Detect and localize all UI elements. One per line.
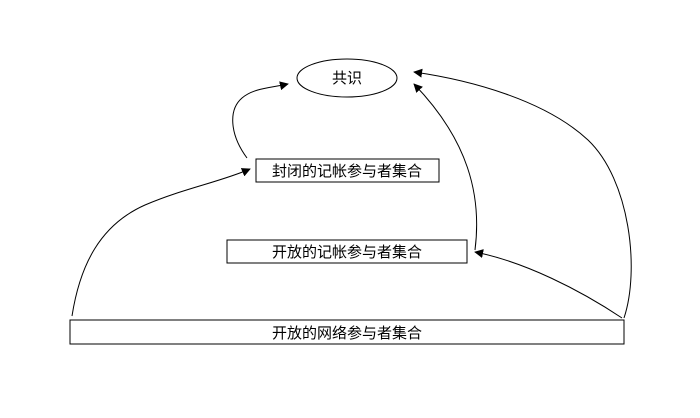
edge-network-to-consensus bbox=[413, 68, 632, 319]
open-network-box bbox=[69, 319, 625, 345]
edge-open-ledger-to-consensus bbox=[413, 83, 478, 251]
closed-ledger-box bbox=[255, 158, 440, 183]
node-consensus: 共识 bbox=[296, 58, 398, 98]
open-ledger-label: 开放的记帐参与者集合 bbox=[272, 243, 422, 261]
consensus-ellipse bbox=[296, 58, 398, 98]
edge-network-to-open-ledger bbox=[474, 249, 623, 319]
consensus-label: 共识 bbox=[332, 69, 362, 87]
node-open-ledger-participants: 开放的记帐参与者集合 bbox=[226, 239, 468, 264]
node-closed-ledger-participants: 封闭的记帐参与者集合 bbox=[255, 158, 440, 183]
node-open-network-participants: 开放的网络参与者集合 bbox=[69, 319, 625, 345]
open-ledger-box bbox=[226, 239, 468, 264]
edge-network-to-closed bbox=[71, 168, 251, 317]
edge-closed-to-consensus bbox=[232, 81, 289, 159]
open-network-label: 开放的网络参与者集合 bbox=[272, 324, 422, 342]
closed-ledger-label: 封闭的记帐参与者集合 bbox=[272, 162, 422, 180]
